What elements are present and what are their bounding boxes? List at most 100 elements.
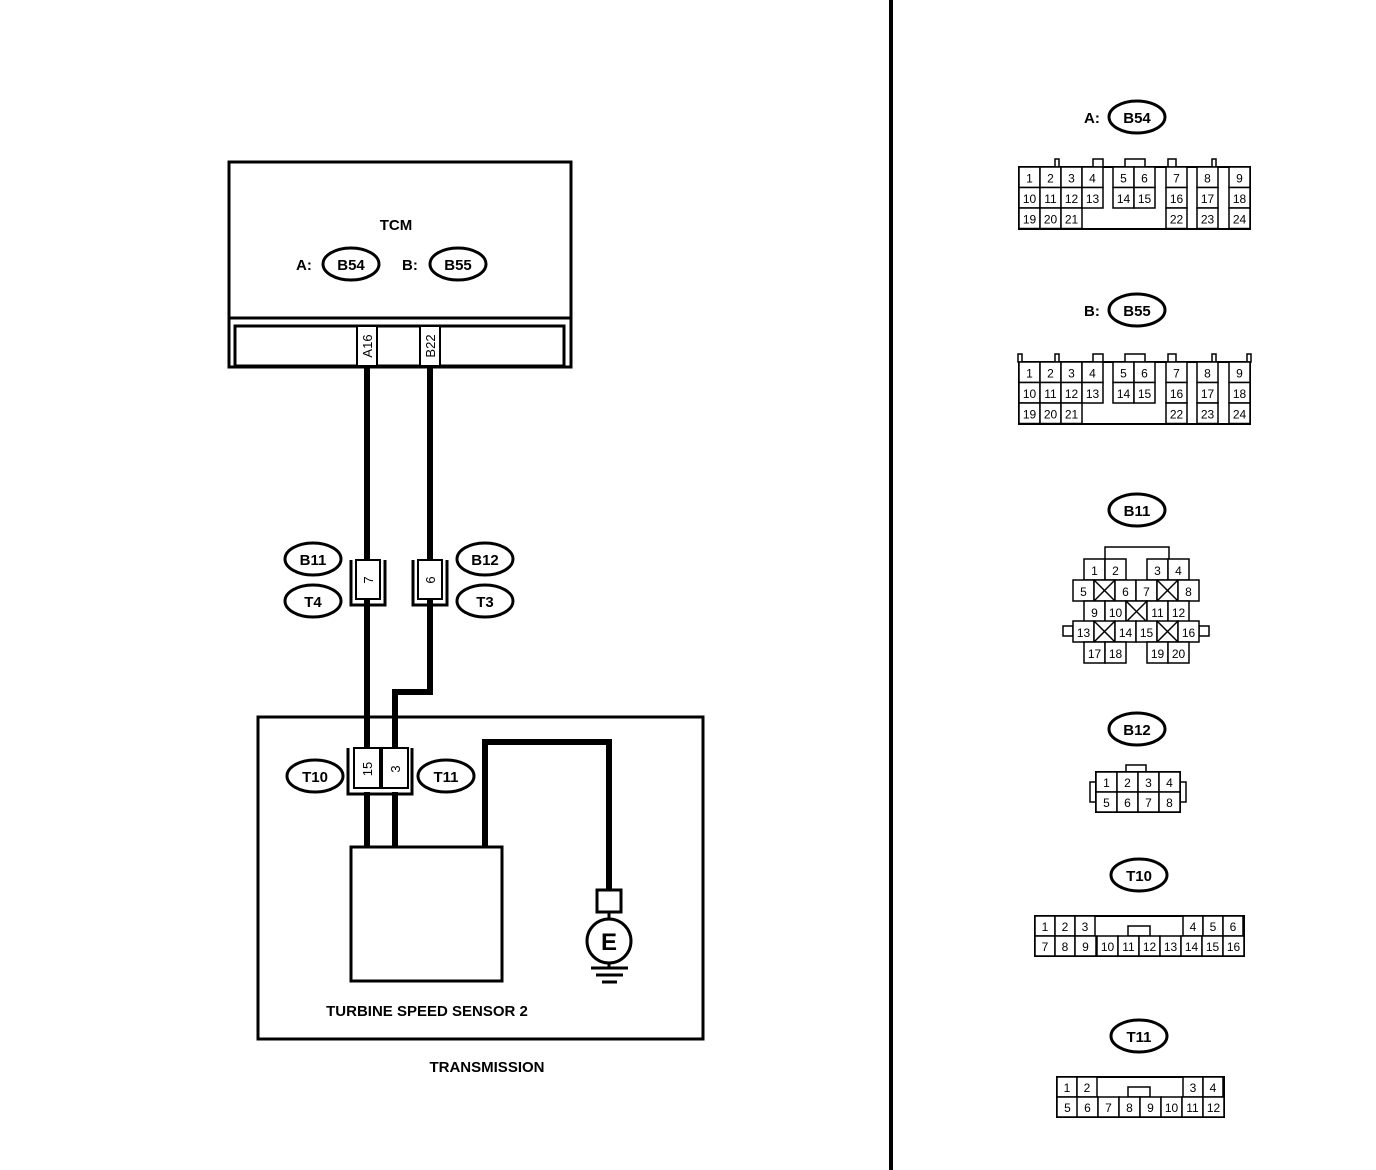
connector-latch: [1092, 158, 1104, 168]
pin-number: 17: [1088, 647, 1102, 661]
pin-number: 1: [1064, 1081, 1071, 1095]
pin-6: 6: [423, 576, 438, 583]
pin-number: 13: [1077, 626, 1091, 640]
pin-number: 2: [1084, 1081, 1091, 1095]
t10-oval: [1109, 857, 1169, 893]
tcm-conn-a-oval: [321, 246, 381, 282]
pin-number: 7: [1173, 367, 1180, 381]
pin-number: 6: [1141, 172, 1148, 186]
pin-cell: [1081, 381, 1104, 404]
pin-number: 8: [1204, 172, 1211, 186]
t4-oval: [283, 583, 343, 619]
pin-number: 14: [1117, 192, 1131, 206]
pin-number: 5: [1064, 1101, 1071, 1115]
pin-number: 3: [1190, 1081, 1197, 1095]
pin-number: 13: [1086, 192, 1100, 206]
pin-number: 3: [1068, 367, 1075, 381]
b54-prefix: A:: [1084, 110, 1100, 127]
blank-pin-mark: [1156, 620, 1179, 643]
pin-number: 8: [1166, 796, 1173, 810]
pin-number: 2: [1047, 172, 1054, 186]
connector-latch: [1198, 625, 1210, 637]
pin-b22: B22: [423, 334, 438, 357]
pin-number: 1: [1026, 367, 1033, 381]
b11-oval-left: [283, 541, 343, 577]
sensor-label: TURBINE SPEED SENSOR 2: [326, 1003, 528, 1020]
pin-number: 19: [1023, 408, 1037, 422]
t3-label: T3: [476, 594, 494, 611]
pin-number: 11: [1122, 940, 1135, 954]
pin-number: 7: [1143, 585, 1150, 599]
blank-pin-mark: [1093, 579, 1116, 602]
pin-number: 8: [1062, 940, 1069, 954]
pin-number: 6: [1122, 585, 1129, 599]
t11-oval-left: [416, 758, 476, 794]
pin-number: 11: [1186, 1101, 1199, 1115]
tcm-conn-b-oval: [428, 246, 488, 282]
ground-label: E: [601, 929, 617, 956]
pin-number: 12: [1065, 387, 1079, 401]
pin-number: 19: [1151, 647, 1165, 661]
blank-pin-mark: [1156, 579, 1179, 602]
pin-cell: [1167, 641, 1190, 664]
pin-cell: [1165, 207, 1188, 230]
t3-oval: [455, 583, 515, 619]
pin-number: 15: [1206, 940, 1220, 954]
pin-number: 1: [1103, 776, 1110, 790]
pin-15: 15: [360, 762, 375, 776]
pin-number: 17: [1201, 192, 1215, 206]
pin-number: 20: [1172, 647, 1186, 661]
pin-number: 16: [1182, 626, 1196, 640]
tcm-title: TCM: [380, 217, 413, 234]
pin-number: 9: [1091, 606, 1098, 620]
pin-cell: [1202, 1096, 1225, 1118]
blank-pin-mark: [1093, 620, 1116, 643]
t11-label: T11: [1126, 1029, 1151, 1046]
pin-number: 10: [1023, 192, 1037, 206]
pin-number: 13: [1164, 940, 1178, 954]
pin-number: 2: [1124, 776, 1131, 790]
pin-number: 18: [1109, 647, 1123, 661]
pin-number: 3: [1154, 564, 1161, 578]
pin-number: 17: [1201, 387, 1215, 401]
blank-pin-mark: [1125, 600, 1148, 623]
pin-number: 12: [1065, 192, 1079, 206]
connector-latch: [1124, 353, 1146, 363]
pin-7: 7: [361, 576, 376, 583]
pin-cell: [1074, 935, 1097, 957]
pin-number: 9: [1147, 1101, 1154, 1115]
pin-number: 21: [1065, 408, 1079, 422]
pin-cell: [1104, 641, 1127, 664]
pin-number: 14: [1119, 626, 1133, 640]
tcm-box: [227, 160, 573, 369]
pin-number: 7: [1145, 796, 1152, 810]
pin-a16: A16: [360, 334, 375, 357]
pin-number: 5: [1120, 172, 1127, 186]
pin-cell: [1158, 791, 1181, 813]
pin-number: 8: [1185, 585, 1192, 599]
b55-prefix: B:: [1084, 303, 1100, 320]
pin-number: 8: [1126, 1101, 1133, 1115]
pin-cell: [1133, 381, 1156, 404]
pin-cell: [1228, 402, 1251, 425]
b11-oval: [1107, 492, 1167, 528]
tcm-conn-b-label: B55: [444, 257, 472, 274]
pin-number: 16: [1170, 192, 1184, 206]
pin-number: 7: [1105, 1101, 1112, 1115]
b55-label: B55: [1123, 303, 1151, 320]
connector-latch: [1167, 158, 1177, 168]
connector-latch: [1017, 353, 1023, 363]
pin-number: 22: [1170, 213, 1184, 227]
pin-number: 1: [1026, 172, 1033, 186]
b11-label-left: B11: [300, 552, 327, 569]
pin-number: 1: [1091, 564, 1098, 578]
connector-latch: [1167, 353, 1177, 363]
ground-symbol: [585, 888, 633, 984]
tcm-conn-a-label: B54: [337, 257, 365, 274]
pin-number: 16: [1170, 387, 1184, 401]
pin-number: 24: [1233, 213, 1247, 227]
